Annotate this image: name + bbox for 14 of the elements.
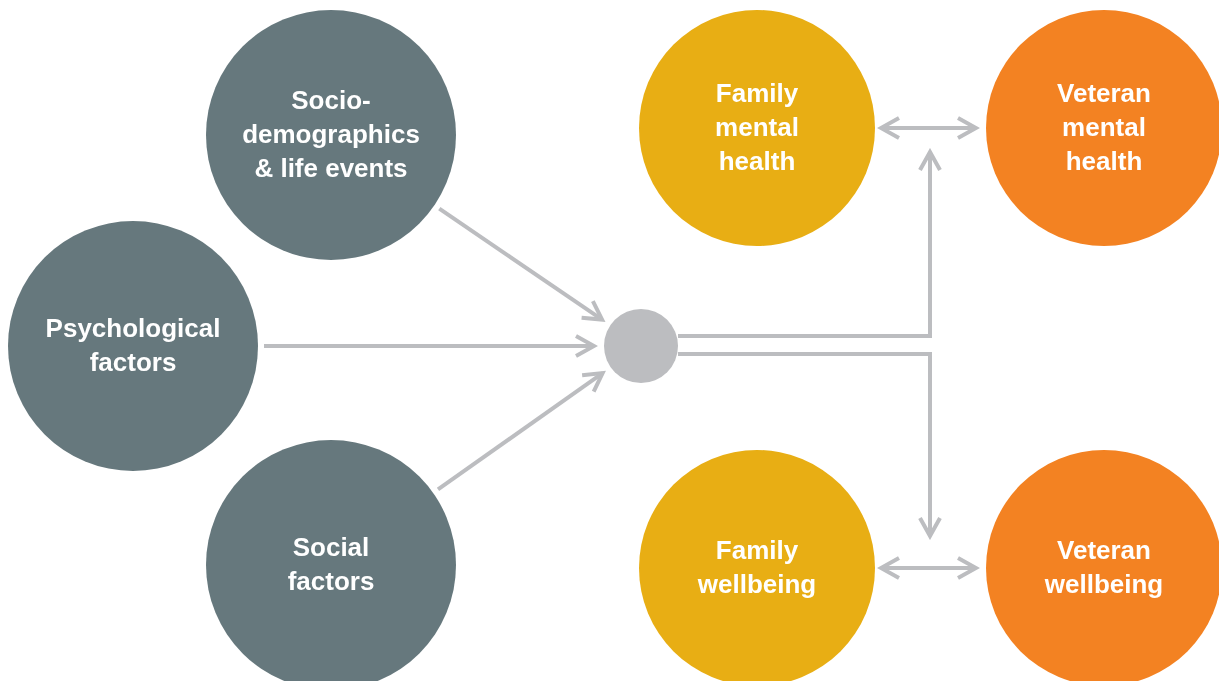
double-arrow [879,556,978,580]
circle-label: Psychological factors [44,312,222,379]
double-arrow [879,116,978,140]
arrow [264,334,596,358]
circle-label: Veteran mental health [1056,77,1152,178]
circle-label: Social factors [286,531,376,598]
circle-label: Family wellbeing [696,534,818,601]
arrow [436,371,605,492]
arrow [438,207,605,322]
arrow [678,352,942,538]
circle-label: Family mental health [714,77,800,178]
circle-label: Socio-demographics & life events [241,84,421,185]
arrow [678,150,942,338]
circle-label: Veteran wellbeing [1043,534,1165,601]
